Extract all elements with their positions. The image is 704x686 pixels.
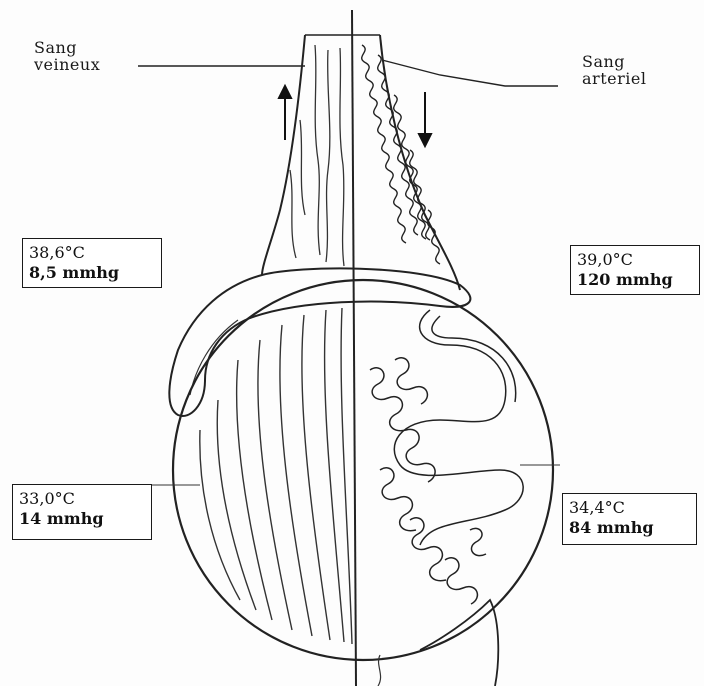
arrow-down-icon	[419, 134, 431, 146]
pressure-value: 120 mmhg	[577, 270, 693, 290]
label-venous-blood: Sang veineux	[34, 40, 100, 74]
label-arterial-line2: arteriel	[582, 69, 646, 88]
testis-arterial-vessels	[370, 310, 523, 604]
pressure-value: 8,5 mmhg	[29, 263, 155, 283]
venous-plexus	[290, 45, 344, 266]
arterial-coils	[362, 45, 440, 264]
temp-value: 34,4°C	[569, 498, 690, 518]
measure-box-venous-cord: 38,6°C 8,5 mmhg	[22, 238, 162, 288]
label-arterial-blood: Sang arteriel	[582, 54, 646, 88]
cord-left-edge	[262, 35, 305, 275]
temp-value: 33,0°C	[19, 489, 145, 509]
arrow-up-icon	[279, 86, 291, 98]
temp-value: 39,0°C	[577, 250, 693, 270]
label-venous-line2: veineux	[34, 55, 100, 74]
temp-value: 38,6°C	[29, 243, 155, 263]
pressure-value: 84 mmhg	[569, 518, 690, 538]
testis-venous-streams	[200, 308, 352, 644]
cord-right-edge	[380, 35, 460, 290]
divider-line	[352, 10, 356, 686]
measure-box-venous-testis: 33,0°C 14 mmhg	[12, 484, 152, 540]
measure-box-arterial-testis: 34,4°C 84 mmhg	[562, 493, 697, 545]
leader-arterial	[382, 60, 558, 86]
pressure-value: 14 mmhg	[19, 509, 145, 529]
measure-box-arterial-cord: 39,0°C 120 mmhg	[570, 245, 700, 295]
